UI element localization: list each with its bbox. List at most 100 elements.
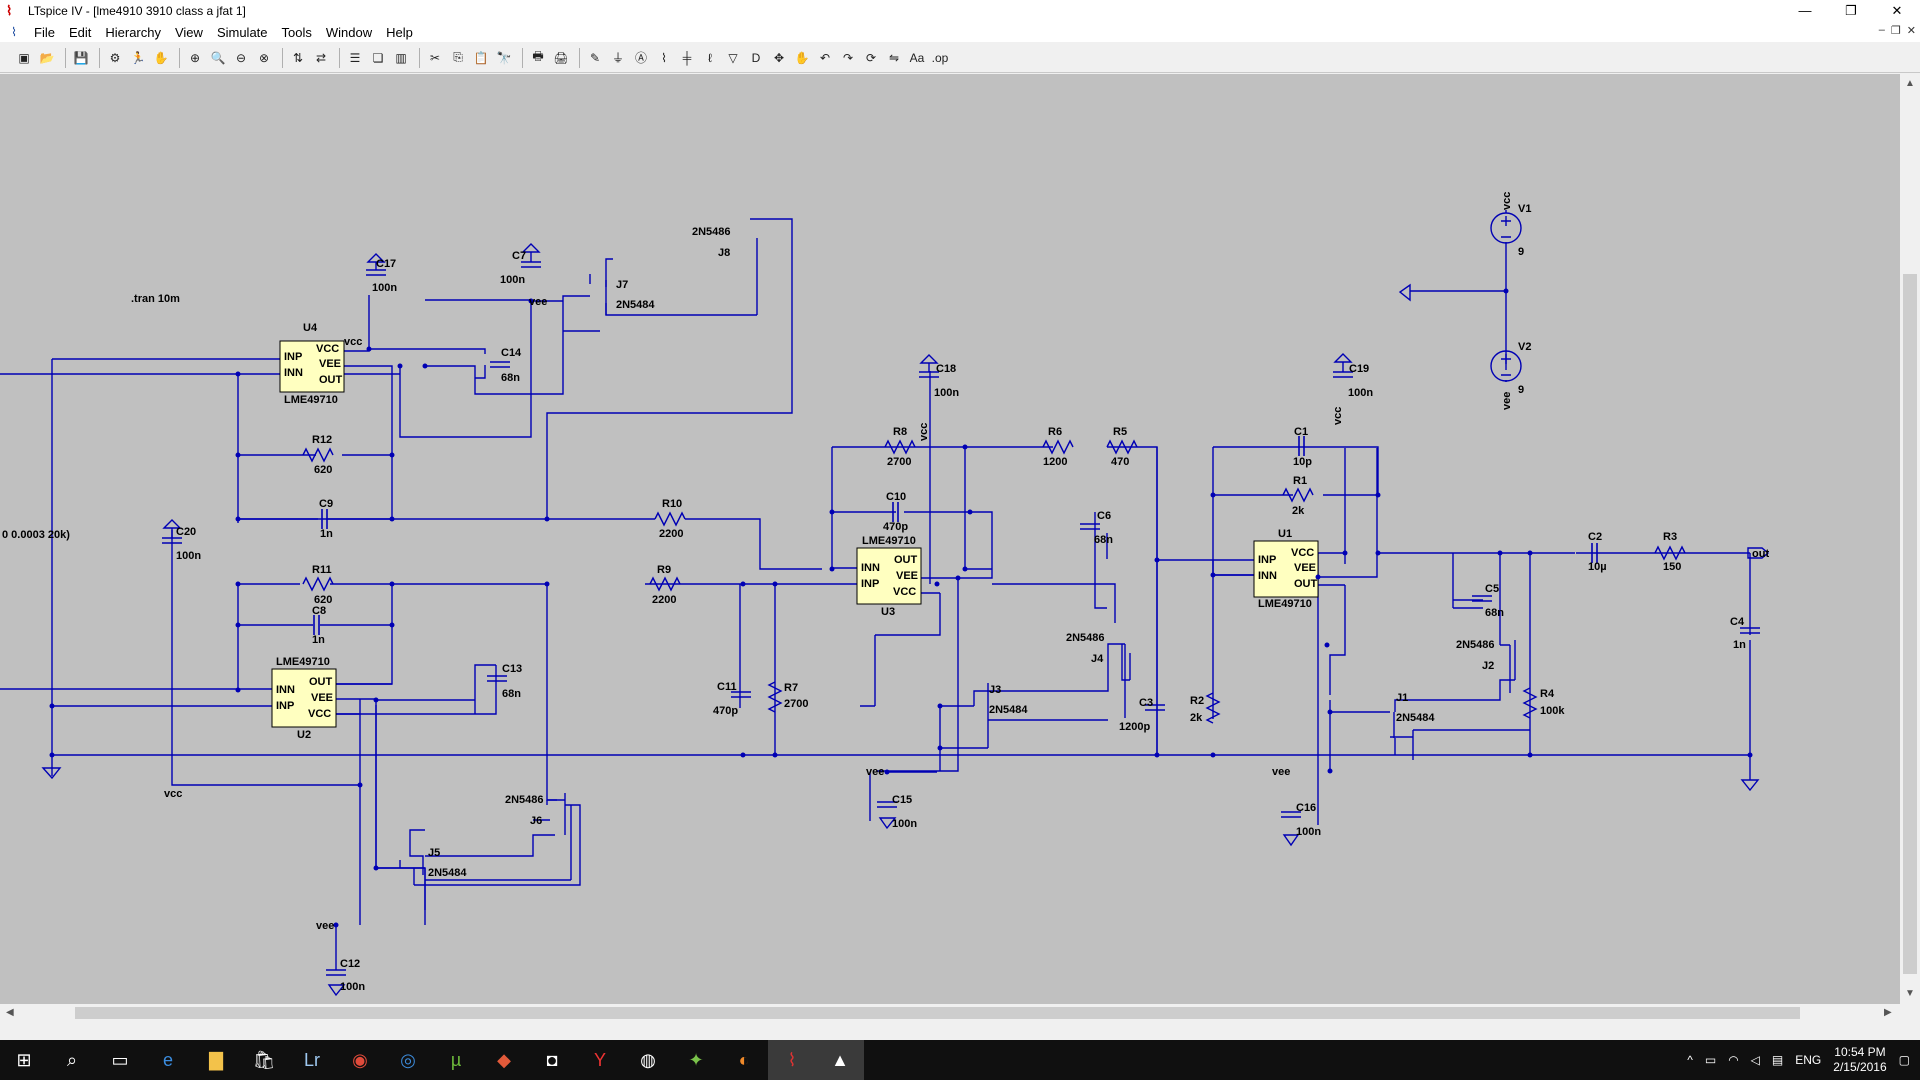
save-icon[interactable]: 💾 xyxy=(73,50,89,65)
tile-horizontal-icon[interactable]: ☰ xyxy=(349,50,361,65)
spice-directive-icon[interactable]: .op xyxy=(931,50,949,65)
menu-simulate[interactable]: Simulate xyxy=(216,24,268,40)
app-black-icon[interactable]: ◘ xyxy=(546,1049,558,1070)
task-view-icon[interactable]: ▭ xyxy=(111,1049,129,1070)
print-setup-icon[interactable]: 🖨 xyxy=(553,50,569,65)
move-icon[interactable]: ✥ xyxy=(773,50,785,65)
camera-icon[interactable]: ◍ xyxy=(640,1049,656,1070)
label-net-icon[interactable]: Ⓐ xyxy=(634,51,647,65)
c12-ref: C12 xyxy=(340,958,360,970)
tile-vertical-icon[interactable]: ▥ xyxy=(395,50,407,65)
net-label-vcc-r8: vcc xyxy=(918,423,930,441)
inductor-icon[interactable]: ℓ xyxy=(708,50,712,65)
start-button[interactable]: ⊞ xyxy=(16,1049,32,1070)
menu-file[interactable]: File xyxy=(34,24,55,40)
halt-icon[interactable]: ✋ xyxy=(153,50,169,65)
window-title: LTspice IV - [lme4910 3910 class a jfat … xyxy=(28,4,246,18)
horizontal-scroll-thumb[interactable] xyxy=(75,1007,1800,1019)
r3-ref: R3 xyxy=(1663,531,1677,543)
schematic-canvas[interactable]: .tran 10m 0 0.0003 20k) U4 INP INN VCC V… xyxy=(0,74,1900,1004)
clock[interactable]: 10:54 PM 2/15/2016 xyxy=(1833,1045,1886,1075)
ground-icon[interactable]: ⏚ xyxy=(611,51,624,65)
vertical-scroll-thumb[interactable] xyxy=(1903,274,1917,974)
intel-icon[interactable]: ◎ xyxy=(400,1049,416,1070)
paste-icon[interactable]: 📋 xyxy=(473,50,489,65)
scroll-up-icon[interactable]: ▲ xyxy=(1905,78,1915,89)
capacitor-icon[interactable]: ╪ xyxy=(682,50,692,65)
menu-view[interactable]: View xyxy=(174,24,203,40)
u2-pin-out: OUT xyxy=(309,676,333,688)
redo-icon[interactable]: ↷ xyxy=(842,50,854,65)
undo-icon[interactable]: ↶ xyxy=(819,50,831,65)
mdi-document-icon[interactable]: ⌇ xyxy=(11,25,17,39)
component-icon[interactable]: D xyxy=(751,50,761,65)
text-icon[interactable]: Aa xyxy=(909,50,925,65)
volume-icon[interactable]: ◁ xyxy=(1750,1053,1760,1067)
battery-icon[interactable]: ▭ xyxy=(1704,1053,1717,1067)
lightroom-icon[interactable]: Lr xyxy=(303,1049,320,1070)
action-center-icon[interactable]: ▤ xyxy=(1771,1053,1784,1067)
menu-window[interactable]: Window xyxy=(325,24,373,40)
zoom-fit-icon[interactable]: ⊗ xyxy=(258,50,270,65)
control-panel-icon[interactable]: ⚙ xyxy=(109,50,121,65)
open-icon[interactable]: 📂 xyxy=(39,50,55,65)
zoom-in-icon[interactable]: ⊕ xyxy=(189,50,201,65)
scroll-left-icon[interactable]: ◀ xyxy=(6,1007,14,1018)
j5-ref: J5 xyxy=(428,847,440,859)
diode-icon[interactable]: ▽ xyxy=(728,50,738,65)
autorange-icon[interactable]: ⇅ xyxy=(292,50,304,65)
horizontal-scrollbar[interactable]: ◀ ▶ xyxy=(0,1004,1900,1022)
copy-icon[interactable]: ⎘ xyxy=(453,50,463,64)
colors-icon[interactable]: ✦ xyxy=(688,1049,704,1070)
net-label-vcc-u4: vcc xyxy=(344,336,362,348)
store-icon[interactable]: 🛍 xyxy=(252,1049,276,1070)
toolbar-separator xyxy=(419,47,420,68)
drag-icon[interactable]: ✋ xyxy=(794,50,810,65)
pan-icon[interactable]: ⇄ xyxy=(315,50,327,65)
mdi-restore-button[interactable]: ❐ xyxy=(1890,25,1901,37)
menu-tools[interactable]: Tools xyxy=(281,24,312,40)
file-explorer-icon[interactable]: ▇ xyxy=(209,1049,223,1070)
cut-icon[interactable]: ✂ xyxy=(429,50,441,65)
run-icon[interactable]: 🏃 xyxy=(130,50,146,65)
maximize-button[interactable]: ❐ xyxy=(1845,3,1857,18)
capacitors[interactable] xyxy=(162,261,1760,976)
find-icon[interactable]: 🔭 xyxy=(496,50,512,65)
cascade-icon[interactable]: ❏ xyxy=(372,50,384,65)
zoom-area-icon[interactable]: 🔍 xyxy=(210,50,226,65)
tray-chevron-icon[interactable]: ^ xyxy=(1687,1053,1693,1067)
vertical-scrollbar[interactable]: ▲ ▼ xyxy=(1900,74,1920,1004)
minimize-button[interactable]: — xyxy=(1798,3,1812,18)
menu-help[interactable]: Help xyxy=(386,24,413,40)
opamps[interactable] xyxy=(271,340,1319,728)
print-icon[interactable]: 🖶 xyxy=(532,49,544,63)
rotate-icon[interactable]: ⟳ xyxy=(865,50,877,65)
language-indicator[interactable]: ENG xyxy=(1795,1053,1822,1067)
photos-icon[interactable]: ▲ xyxy=(816,1040,864,1080)
spice-directive-label[interactable]: .tran 10m xyxy=(131,293,180,305)
draw-wire-icon[interactable]: ✎ xyxy=(589,50,601,65)
network-icon[interactable]: ◠ xyxy=(1728,1053,1739,1067)
resistors[interactable] xyxy=(302,439,1686,724)
scroll-down-icon[interactable]: ▼ xyxy=(1905,988,1915,999)
resistor-icon[interactable]: ⌇ xyxy=(661,50,667,65)
app-orange-icon[interactable]: ◐ xyxy=(738,1049,750,1070)
mdi-minimize-button[interactable]: – xyxy=(1878,24,1885,36)
menu-hierarchy[interactable]: Hierarchy xyxy=(105,24,161,40)
utorrent-icon[interactable]: µ xyxy=(450,1049,462,1070)
search-icon[interactable]: ⌕ xyxy=(66,1049,78,1070)
app-y-icon[interactable]: Y xyxy=(593,1049,606,1070)
mdi-close-button[interactable]: ✕ xyxy=(1906,25,1916,37)
app-red-icon[interactable]: ◆ xyxy=(497,1049,511,1070)
new-schematic-icon[interactable]: ▣ xyxy=(18,50,30,65)
notification-icon[interactable]: ▢ xyxy=(1898,1053,1910,1067)
chrome-icon[interactable]: ◉ xyxy=(352,1049,368,1070)
voltage-sources[interactable] xyxy=(1490,212,1522,382)
mirror-icon[interactable]: ⇋ xyxy=(888,50,900,65)
edge-icon[interactable]: e xyxy=(162,1049,173,1070)
ltspice-taskbar-icon[interactable]: ⌇ xyxy=(768,1040,816,1080)
scroll-right-icon[interactable]: ▶ xyxy=(1884,1007,1892,1018)
menu-edit[interactable]: Edit xyxy=(68,24,92,40)
zoom-out-icon[interactable]: ⊖ xyxy=(235,50,247,65)
close-button[interactable]: ✕ xyxy=(1891,3,1903,18)
